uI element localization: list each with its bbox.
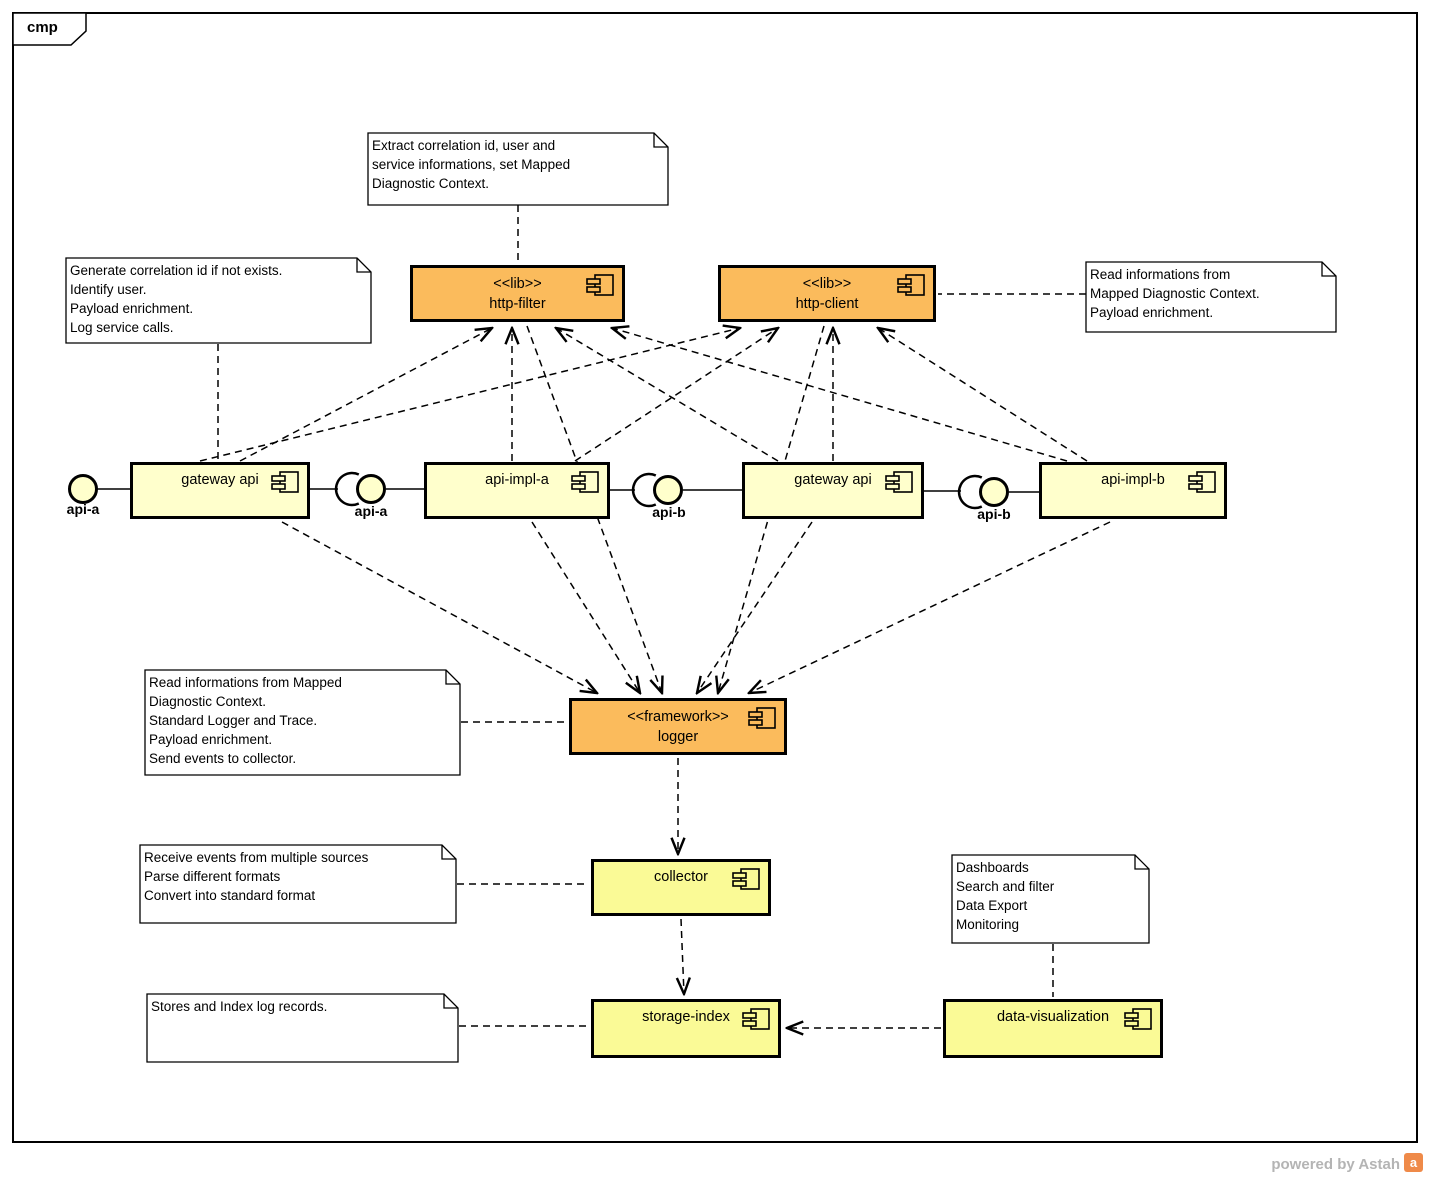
component-gateway-api-1: gateway api	[130, 462, 310, 519]
http-filter-name: http-filter	[489, 295, 546, 312]
uml-component-icon	[885, 471, 913, 493]
note-shape-read-logger	[144, 669, 461, 776]
socket-api-b-2	[957, 474, 983, 510]
note-links	[217, 205, 1086, 1027]
frame-tab	[12, 12, 87, 46]
gateway-api-1-name: gateway api	[181, 472, 259, 488]
diagram-frame	[12, 12, 1418, 1143]
socket-api-a	[334, 471, 360, 507]
uml-component-icon	[732, 868, 760, 890]
interface-label-api-b-right: api-b	[977, 506, 1011, 522]
uml-component-icon	[571, 471, 599, 493]
note-shape-generate	[65, 257, 372, 344]
note-read-logger: Read informations from Mapped Diagnostic…	[149, 675, 342, 766]
note-generate: Generate correlation id if not exists. I…	[70, 263, 283, 335]
dep-apiimplb-httpfilter	[612, 328, 1068, 462]
uml-component-icon	[1188, 471, 1216, 493]
dep-httpclient-logger	[718, 325, 825, 693]
dep-apiimplb-httpclient	[878, 328, 1088, 462]
uml-component-icon	[271, 471, 299, 493]
http-filter-stereotype: <<lib>>	[493, 275, 542, 292]
uml-component-icon	[1124, 1008, 1152, 1030]
component-data-visualization: data-visualization	[943, 999, 1163, 1058]
ball-api-b-mid	[653, 475, 683, 505]
powered-by-astah-text: powered by Astah	[1271, 1156, 1400, 1173]
component-collector: collector	[591, 859, 771, 916]
note-shape-receive	[139, 844, 457, 924]
note-shape-dashboards	[951, 854, 1150, 944]
note-shape-extract	[367, 132, 669, 206]
component-storage-index: storage-index	[591, 999, 781, 1058]
logger-stereotype: <<framework>>	[627, 708, 729, 725]
astah-logo: a	[1404, 1153, 1423, 1172]
dep-gateway1-logger	[281, 521, 597, 693]
component-http-filter: <<lib>> http-filter	[410, 265, 625, 322]
dep-gateway2-httpfilter	[556, 328, 779, 462]
interface-label-api-a-mid: api-a	[354, 503, 388, 519]
component-gateway-api-2: gateway api	[742, 462, 924, 519]
note-shape-read-client	[1085, 261, 1337, 333]
component-logger: <<framework>> logger	[569, 698, 787, 755]
gateway-api-2-name: gateway api	[794, 472, 872, 488]
dep-apiimpla-logger	[531, 521, 640, 693]
note-shape-stores	[146, 993, 459, 1063]
storage-index-name: storage-index	[642, 1009, 730, 1025]
dep-collector-storageindex	[681, 918, 684, 994]
dep-gateway1-httpfilter	[239, 328, 492, 462]
interface-label-api-a-left: api-a	[66, 501, 100, 517]
logger-name: logger	[657, 728, 699, 745]
frame-tab-label: cmp	[27, 19, 58, 36]
api-impl-b-name: api-impl-b	[1101, 472, 1165, 488]
socket-api-b-1	[631, 472, 657, 508]
note-shapes	[65, 132, 1337, 1063]
ball-api-a-left	[68, 474, 98, 504]
interface-lines	[97, 488, 1040, 493]
interface-sockets	[334, 471, 983, 510]
interface-label-api-b-mid: api-b	[652, 504, 686, 520]
dep-apiimpla-httpclient	[574, 328, 778, 462]
dep-apiimplb-logger	[749, 521, 1111, 693]
note-read-client: Read informations from Mapped Diagnostic…	[1090, 267, 1260, 320]
dep-gateway2-logger	[697, 521, 813, 693]
note-dashboards: Dashboards Search and filter Data Export…	[956, 860, 1055, 932]
note-extract: Extract correlation id, user and service…	[372, 138, 571, 191]
ball-api-b-right	[979, 477, 1009, 507]
ball-api-a-mid	[356, 474, 386, 504]
uml-component-icon	[897, 274, 925, 296]
data-visualization-name: data-visualization	[996, 1009, 1110, 1025]
uml-component-icon	[586, 274, 614, 296]
component-api-impl-b: api-impl-b	[1039, 462, 1227, 519]
http-client-stereotype: <<lib>>	[802, 275, 852, 292]
http-client-name: http-client	[795, 295, 859, 312]
note-receive: Receive events from multiple sources Par…	[144, 850, 369, 903]
collector-name: collector	[654, 869, 708, 885]
component-api-impl-a: api-impl-a	[424, 462, 610, 519]
uml-component-icon	[748, 707, 776, 729]
component-http-client: <<lib>> http-client	[718, 265, 936, 322]
uml-component-icon	[742, 1008, 770, 1030]
dependency-arrows	[199, 325, 1111, 1028]
dep-gateway1-httpclient	[199, 328, 740, 462]
interface-balls	[68, 474, 1009, 507]
api-impl-a-name: api-impl-a	[485, 472, 549, 488]
note-stores: Stores and Index log records.	[151, 999, 328, 1014]
